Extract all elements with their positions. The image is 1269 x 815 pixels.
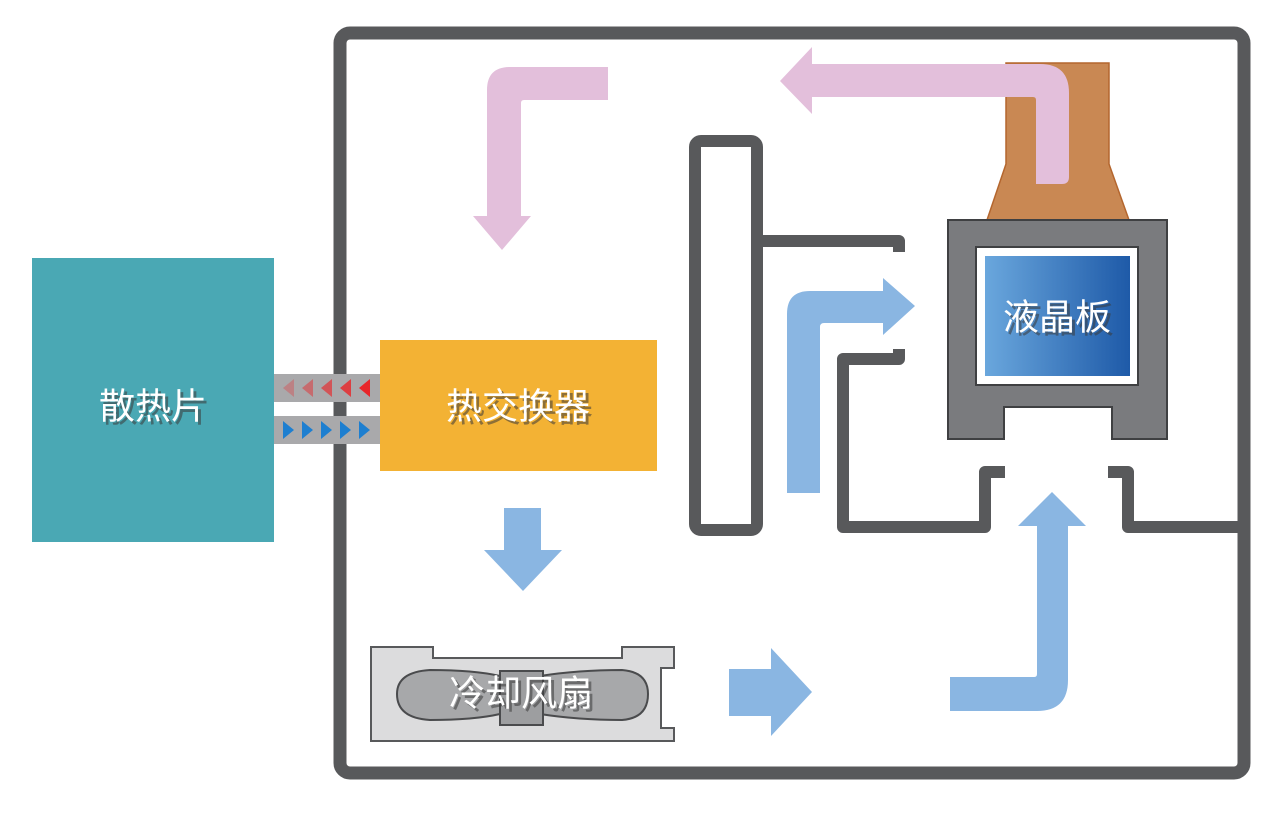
hot-air-arrow-down xyxy=(473,67,608,250)
cool-air-arrow-right xyxy=(729,648,812,736)
supply-flow-arrows xyxy=(283,421,370,439)
heat-exchanger-body xyxy=(380,340,657,471)
cool-air-arrow-up xyxy=(950,492,1086,711)
duct-wall-lower xyxy=(837,349,1005,533)
heat-exchanger-label: 热交换器 xyxy=(446,387,590,428)
duct-wall-right xyxy=(1108,466,1244,533)
fan-hub xyxy=(499,670,544,726)
heatsink-label-shadow: 散热片 xyxy=(102,390,210,431)
lcd-panel-label: 液晶板 xyxy=(1003,298,1111,339)
heat-exchanger-label-shadow: 热交换器 xyxy=(449,390,593,431)
cool-flow-chevron xyxy=(340,421,351,439)
heat-exchanger: 热交换器 热交换器 xyxy=(380,340,657,471)
hot-air-arrow-left-shape xyxy=(780,47,1069,184)
hot-flow-chevron xyxy=(302,379,313,397)
duct-wall-upper xyxy=(757,235,905,252)
hot-flow-chevron xyxy=(340,379,351,397)
cool-flow-chevron xyxy=(302,421,313,439)
cool-flow-chevron xyxy=(321,421,332,439)
hot-flow-chevron xyxy=(283,379,294,397)
hot-flow-chevron xyxy=(359,379,370,397)
return-flow-arrows xyxy=(283,379,370,397)
lcd-panel xyxy=(985,256,1130,376)
cooling-fan-label: 冷却风扇 xyxy=(449,674,593,715)
enclosure-frame xyxy=(333,26,1251,780)
cool-air-arrow-down xyxy=(484,508,562,591)
cool-flow-chevron xyxy=(283,421,294,439)
cooling-fan-label-shadow: 冷却风扇 xyxy=(452,677,596,718)
cool-flow-chevron xyxy=(359,421,370,439)
cooling-fan: 冷却风扇 冷却风扇 xyxy=(370,646,675,742)
heatsink-body xyxy=(32,258,274,542)
cool-air-arrow-into-duct xyxy=(787,278,915,493)
heatsink-label: 散热片 xyxy=(99,387,207,428)
heatsink: 散热片 散热片 xyxy=(32,258,274,542)
coolant-pipes xyxy=(274,374,380,444)
partition-plate xyxy=(689,135,763,536)
hot-flow-chevron xyxy=(321,379,332,397)
lcd-panel-label-shadow: 液晶板 xyxy=(1006,301,1114,342)
